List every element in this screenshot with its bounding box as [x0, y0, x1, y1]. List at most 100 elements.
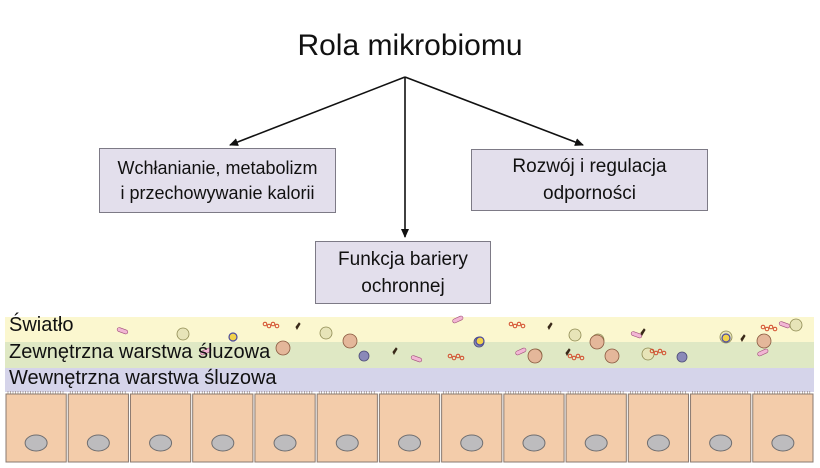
cell-nucleus: [522, 434, 546, 452]
streptococcus-chain: [262, 321, 268, 327]
cell-nucleus: [460, 434, 484, 452]
epithelial-cell: [5, 393, 67, 463]
coccus-bacterium: [641, 347, 655, 361]
microvilli: [318, 391, 375, 394]
large-microbe: [604, 348, 620, 364]
streptococcus-chain: [579, 355, 585, 361]
streptococcus-chain: [764, 326, 770, 332]
cell-nucleus: [646, 434, 670, 452]
absorption-line-1: Wchłanianie, metabolizm: [117, 157, 318, 178]
streptococcus-chain: [508, 321, 514, 327]
cell-nucleus: [584, 434, 608, 452]
cell-nucleus: [709, 434, 733, 452]
epithelial-cell: [441, 393, 503, 463]
dark-bacterium: [740, 334, 746, 343]
streptococcus-chain: [520, 323, 526, 329]
microvilli: [567, 391, 624, 394]
flagellated-microbe: [475, 336, 485, 346]
microvilli: [194, 391, 250, 394]
streptococcus-chain: [661, 350, 667, 356]
streptococcus-chain: [760, 324, 766, 330]
microvilli: [132, 391, 188, 394]
rod-bacterium: [410, 355, 423, 363]
immunity-line-1: Rozwój i regulacja: [512, 156, 667, 177]
microvilli: [505, 391, 562, 394]
streptococcus-chain: [657, 348, 663, 354]
rod-bacterium: [630, 331, 643, 339]
arrows: [229, 76, 584, 238]
large-microbe: [527, 348, 543, 364]
rod-bacterium: [757, 348, 769, 357]
microvilli: [381, 391, 437, 394]
blue-microbe: [676, 351, 688, 363]
cell-nucleus: [149, 434, 173, 452]
coccus-bacterium: [176, 327, 190, 341]
barrier-line-2: ochronnej: [361, 275, 445, 297]
streptococcus-chain: [447, 353, 453, 359]
cell-nucleus: [86, 434, 110, 452]
dark-bacterium: [640, 328, 646, 337]
streptococcus-chain: [653, 350, 659, 356]
absorption-metabolism-box: Wchłanianie, metabolizm i przechowywanie…: [99, 148, 336, 213]
epithelial-cell: [254, 393, 316, 463]
coccus-bacterium: [789, 318, 803, 332]
rod-bacterium: [452, 315, 464, 324]
microvilli: [443, 391, 499, 394]
microvilli: [754, 391, 811, 394]
inner-mucus-label: Wewnętrzna warstwa śluzowa: [9, 367, 277, 389]
rod-bacterium: [515, 347, 527, 356]
streptococcus-chain: [455, 353, 461, 359]
epithelial-cell: [752, 393, 814, 463]
streptococcus-chain: [649, 348, 655, 354]
immunity-box: Rozwój i regulacja odporności: [471, 149, 708, 211]
streptococcus-chain: [512, 323, 518, 329]
cell-nucleus: [273, 434, 297, 452]
streptococcus-chain: [571, 355, 577, 361]
blue-microbe: [358, 350, 370, 362]
large-microbe: [589, 334, 605, 350]
flagellated-microbe: [228, 332, 238, 342]
streptococcus-chain: [274, 323, 280, 329]
immunity-line-2: odporności: [543, 183, 636, 204]
dark-bacterium: [392, 347, 398, 356]
microvilli: [630, 391, 686, 394]
inner-mucus-layer: [5, 368, 814, 392]
epithelial-cell: [316, 393, 378, 463]
outer-mucus-label: Zewnętrzna warstwa śluzowa: [9, 341, 271, 363]
lumen-label: Światło: [9, 314, 74, 336]
coccus-bacterium: [568, 328, 582, 342]
arrow-to-absorption: [229, 76, 406, 146]
dark-bacterium: [547, 322, 553, 331]
epithelial-cell: [67, 393, 129, 463]
streptococcus-chain: [516, 321, 522, 327]
streptococcus-chain: [459, 355, 465, 361]
epithelial-cell: [129, 393, 192, 463]
rod-bacterium: [116, 327, 129, 335]
large-microbe: [756, 333, 772, 349]
dark-bacterium: [565, 348, 571, 357]
barrier-line-1: Funkcja bariery: [338, 248, 468, 270]
flagellated-microbe: [721, 333, 731, 343]
microvilli: [256, 391, 313, 394]
microvilli: [69, 391, 126, 394]
rod-bacterium: [778, 321, 791, 329]
epithelial-cell: [192, 393, 254, 463]
rod-bacterium: [200, 347, 212, 356]
streptococcus-chain: [772, 326, 778, 332]
microbes: [116, 315, 803, 364]
streptococcus-chain: [575, 353, 581, 359]
coccus-bacterium: [319, 326, 333, 340]
epithelial-cell: [503, 393, 565, 463]
large-microbe: [342, 333, 358, 349]
streptococcus-chain: [768, 324, 774, 330]
streptococcus-chain: [266, 323, 272, 329]
microvilli: [692, 391, 748, 394]
cell-nucleus: [211, 434, 235, 452]
cell-nucleus: [771, 434, 795, 452]
large-microbe: [275, 340, 291, 356]
epithelial-cells: [5, 391, 814, 463]
cell-nucleus: [398, 434, 421, 452]
cell-nucleus: [24, 434, 48, 452]
microvilli: [7, 391, 64, 394]
